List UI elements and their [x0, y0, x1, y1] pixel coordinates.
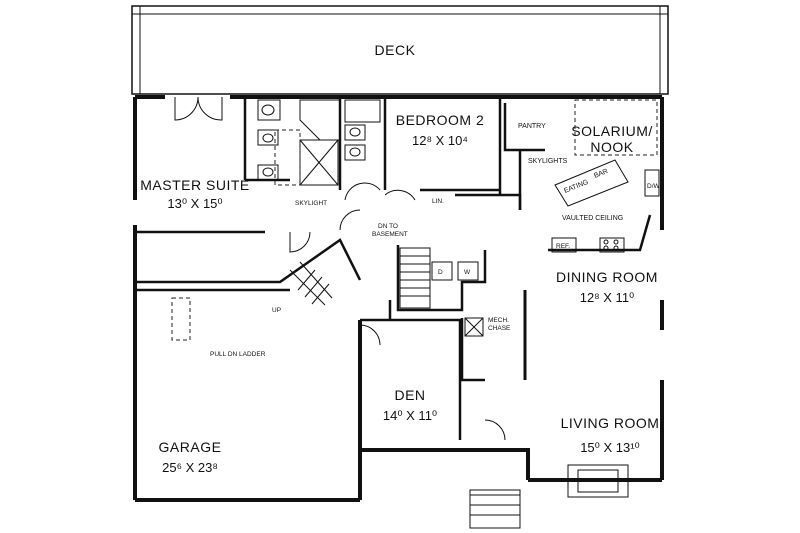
interior-walls: [135, 97, 652, 440]
room-solarium: SOLARIUM/: [571, 123, 653, 139]
room-deck: DECK: [375, 42, 416, 58]
den-dim: 14⁰ X 11⁰: [383, 408, 437, 423]
note-linen: LIN.: [432, 198, 444, 205]
garage-dim: 25⁶ X 23⁸: [162, 460, 218, 475]
bath-fixtures: [257, 99, 381, 186]
master-suite-dim: 13⁰ X 15⁰: [167, 196, 222, 211]
dining-dim: 12⁸ X 11⁰: [580, 290, 635, 305]
note-pantry: PANTRY: [518, 123, 546, 130]
appliances: [431, 169, 660, 498]
note-washer: W: [464, 269, 471, 276]
note-skylights: SKYLIGHTS: [528, 158, 568, 165]
note-pull-ladder: PULL DN LADDER: [210, 351, 266, 358]
note-ref: REF.: [556, 243, 570, 250]
note-dw: D/W: [647, 183, 661, 190]
note-eating: EATING: [563, 179, 589, 195]
room-dining: DINING ROOM: [556, 269, 658, 285]
room-nook: NOOK: [590, 139, 633, 155]
note-vaulted-ceiling: VAULTED CEILING: [562, 215, 623, 222]
note-dryer: D: [438, 269, 443, 276]
note-basement: BASEMENT: [372, 231, 408, 238]
bedroom-2-dim: 12⁸ X 10⁴: [412, 133, 468, 148]
doors: [174, 96, 506, 441]
solarium-skylight: [574, 99, 658, 156]
room-master-suite: MASTER SUITE: [140, 177, 249, 193]
room-living: LIVING ROOM: [561, 415, 660, 431]
living-dim: 15⁰ X 13¹⁰: [580, 440, 640, 455]
pull-down-ladder: [171, 297, 191, 341]
room-den: DEN: [394, 387, 425, 403]
exterior-walls: [133, 95, 664, 502]
eating-bar: [554, 159, 629, 207]
note-bar: BAR: [593, 168, 609, 180]
room-bedroom-2: BEDROOM 2: [396, 112, 485, 128]
note-skylight: SKYLIGHT: [295, 200, 327, 207]
stairs: [289, 247, 521, 529]
room-garage: GARAGE: [159, 439, 222, 455]
note-chase: CHASE: [488, 325, 511, 332]
note-dn-to: DN TO: [378, 223, 398, 230]
note-mech: MECH.: [488, 317, 509, 324]
note-up: UP: [272, 307, 281, 314]
deck: [131, 5, 669, 95]
